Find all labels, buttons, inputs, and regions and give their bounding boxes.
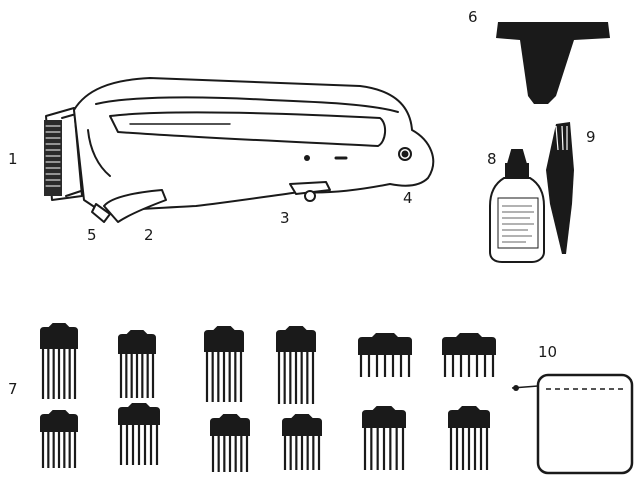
oil-bottle [489, 149, 545, 263]
storage-pouch [511, 373, 634, 475]
guide-comb [210, 414, 250, 472]
guide-comb [442, 333, 496, 377]
label-screw: 4 [403, 189, 413, 207]
label-blade: 5 [87, 226, 97, 244]
guide-comb [204, 326, 244, 402]
label-clipper: 1 [8, 150, 18, 168]
clipper-illustration [44, 77, 435, 223]
blade-set [44, 107, 85, 201]
label-guide-combs: 7 [8, 380, 18, 398]
guide-comb [448, 406, 490, 470]
guide-combs [40, 323, 496, 472]
adjustment-screw [398, 147, 412, 161]
label-pouch: 10 [538, 343, 557, 361]
label-switch: 3 [280, 209, 290, 227]
guide-comb [40, 410, 78, 468]
guide-comb [358, 333, 412, 377]
guide-comb [118, 330, 156, 398]
guide-comb [118, 403, 160, 465]
guide-comb [276, 326, 316, 404]
label-trimmer: 6 [468, 8, 478, 26]
label-lever: 2 [144, 226, 154, 244]
trimmer-attachment [496, 22, 610, 104]
guide-comb [282, 414, 322, 470]
guide-comb [362, 406, 406, 470]
label-brush: 9 [586, 128, 596, 146]
power-switch [289, 181, 331, 202]
taper-lever [91, 189, 167, 223]
guide-comb [40, 323, 78, 399]
label-oil: 8 [487, 150, 497, 168]
cleaning-brush [546, 122, 574, 254]
